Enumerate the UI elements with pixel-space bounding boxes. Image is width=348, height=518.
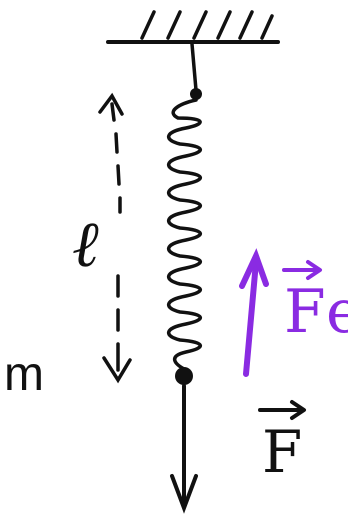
spring-force-suffix: e <box>326 277 348 347</box>
applied-force-label: F <box>258 400 306 486</box>
spring-force-symbol: F <box>284 277 326 347</box>
applied-force-arrow <box>170 384 198 514</box>
length-arrow-bottom <box>102 356 132 384</box>
length-indicator <box>98 92 132 384</box>
length-arrow-top <box>98 92 124 116</box>
applied-force-symbol: F <box>262 418 302 486</box>
length-label: ℓ <box>72 208 99 282</box>
mass-label: m <box>4 348 44 401</box>
top-attachment-point <box>190 88 202 100</box>
spring-force-arrow <box>239 248 269 377</box>
ceiling-support <box>106 10 280 44</box>
mass-point <box>175 367 193 385</box>
ceiling-hatching <box>140 10 274 40</box>
spring <box>167 42 202 372</box>
spring-coil <box>167 98 202 372</box>
spring-force-label: F e <box>282 260 348 347</box>
